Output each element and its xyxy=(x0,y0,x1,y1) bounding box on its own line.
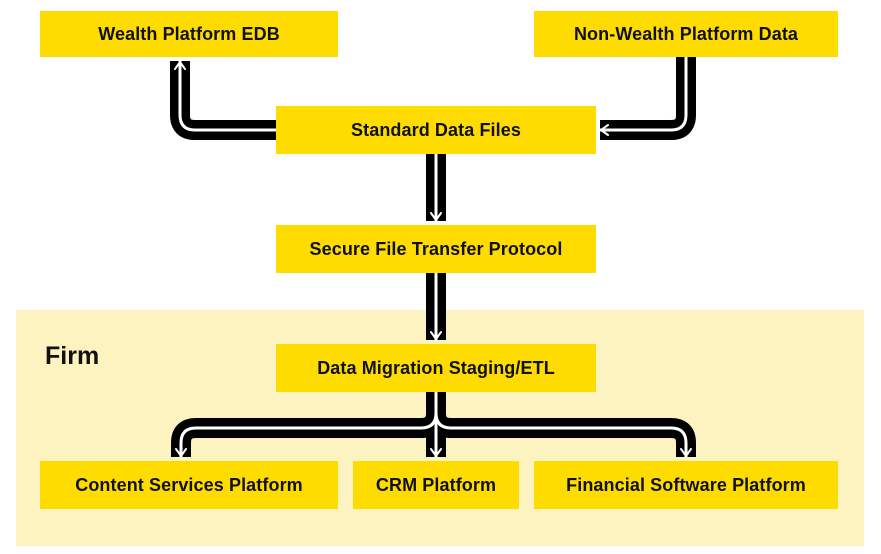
edge-dms-to-crm-arrowhead xyxy=(430,448,442,457)
edge-nonwealth-to-std-casing xyxy=(600,57,696,140)
edge-std-to-sftp-arrowhead xyxy=(430,212,442,221)
node-standard-data-files[interactable]: Standard Data Files xyxy=(276,106,596,154)
firm-zone-label: Firm xyxy=(45,342,100,370)
edge-std-to-wealth-arrowhead xyxy=(174,61,186,70)
edge-dms-to-csp-casing xyxy=(171,392,446,457)
edge-nonwealth-to-std-line xyxy=(600,57,688,132)
edge-dms-to-csp-arrowhead xyxy=(175,448,187,457)
edge-std-to-wealth-line xyxy=(178,61,276,132)
node-wealth-platform-edb[interactable]: Wealth Platform EDB xyxy=(40,11,338,57)
edge-sftp-to-dms-arrowhead xyxy=(430,331,442,340)
edge-std-to-wealth-casing xyxy=(170,61,276,140)
node-data-migration-staging-etl[interactable]: Data Migration Staging/ETL xyxy=(276,344,596,392)
node-financial-software-platform[interactable]: Financial Software Platform xyxy=(534,461,838,509)
node-crm-platform[interactable]: CRM Platform xyxy=(353,461,519,509)
edge-nonwealth-to-std-arrowhead xyxy=(600,124,609,136)
edge-dms-to-fsp-casing xyxy=(426,392,696,457)
edge-dms-to-fsp-line xyxy=(434,392,688,457)
node-secure-file-transfer-protocol[interactable]: Secure File Transfer Protocol xyxy=(276,225,596,273)
node-content-services-platform[interactable]: Content Services Platform xyxy=(40,461,338,509)
node-non-wealth-platform-data[interactable]: Non-Wealth Platform Data xyxy=(534,11,838,57)
edge-dms-to-fsp-arrowhead xyxy=(680,448,692,457)
